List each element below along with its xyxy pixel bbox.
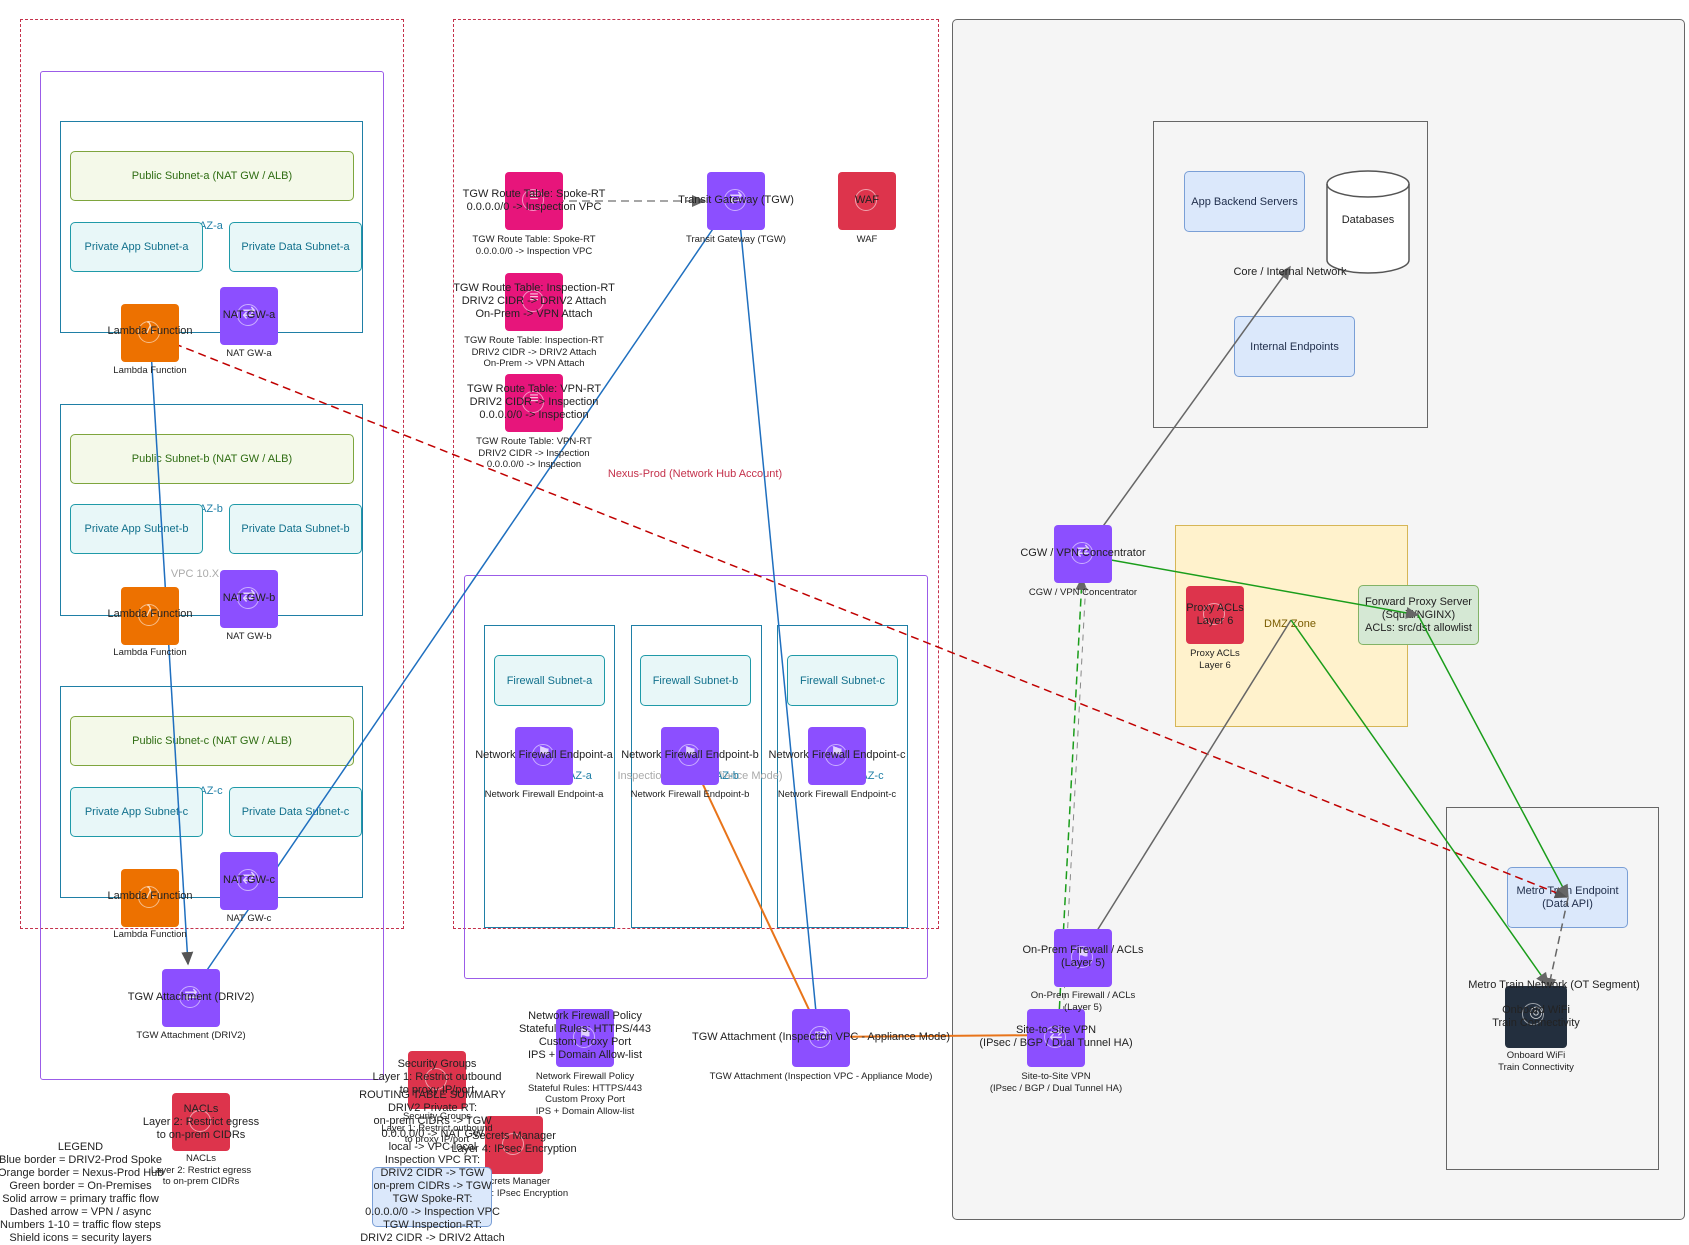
legend: LEGEND Blue border = DRIV2-Prod Spoke Or… (0, 1141, 164, 1244)
inspection-rt-overlay: TGW Route Table: Inspection-RT DRIV2 CID… (453, 282, 615, 320)
secrets-manager-overlay: Secrets Manager Layer 4: IPsec Encryptio… (451, 1130, 577, 1155)
routing-summary-box (372, 1167, 492, 1227)
edge-proxy-metro (1417, 614, 1569, 899)
secrets-manager-icon[interactable] (485, 1116, 543, 1174)
nat-gw-c-overlay: NAT GW-c (223, 874, 275, 886)
security-groups-label: Security Groups Layer 1: Restrict outbou… (381, 1111, 493, 1145)
network-firewall-endpoint-b-icon[interactable]: ⚑ (661, 727, 719, 785)
waf-overlay: WAF (854, 194, 880, 206)
waf-label: WAF (856, 234, 878, 245)
network-firewall-policy-icon[interactable]: ⚑ (556, 1009, 614, 1067)
inspection-rt-icon[interactable]: ≡ (505, 273, 563, 331)
core-network-label: Core / Internal Network (1233, 266, 1347, 278)
security-groups-icon[interactable] (408, 1051, 466, 1109)
network-firewall-endpoint-c-icon[interactable]: ⚑ (808, 727, 866, 785)
wifi-label: Onboard WiFi Train Connectivity (1498, 1050, 1574, 1073)
fw-endpoint-c-label: Network Firewall Endpoint-c (777, 789, 897, 800)
proxy-acls-icon[interactable] (1186, 586, 1244, 644)
lambda-c-overlay: Lambda Function (107, 890, 193, 902)
fw-endpoint-c-overlay: Network Firewall Endpoint-c (768, 749, 906, 761)
s2s-vpn-label: Site-to-Site VPN (IPsec / BGP / Dual Tun… (989, 1071, 1123, 1094)
nat-gw-a-label: NAT GW-a (226, 348, 272, 359)
proxy-acls-label: Proxy ACLs Layer 6 (1190, 648, 1240, 671)
wifi-overlay: Onboard WiFi Train Connectivity (1492, 1004, 1580, 1029)
transit-gateway-icon[interactable]: ⇄ (707, 172, 765, 230)
cgw-label: CGW / VPN Concentrator (1028, 587, 1138, 598)
private-data-subnet-a[interactable]: Private Data Subnet-a (229, 222, 362, 272)
nat-gw-b-overlay: NAT GW-b (222, 592, 276, 604)
app-backend-servers[interactable]: App Backend Servers (1184, 171, 1305, 232)
fw-endpoint-b-label: Network Firewall Endpoint-b (630, 789, 750, 800)
edge-cgw-proxy (1082, 554, 1420, 619)
inspection-rt-label: TGW Route Table: Inspection-RT DRIV2 CID… (464, 335, 604, 369)
site-to-site-vpn-icon[interactable]: ⇄ (1027, 1009, 1085, 1067)
fw-endpoint-a-label: Network Firewall Endpoint-a (484, 789, 604, 800)
onprem-fw-overlay: On-Prem Firewall / ACLs (Layer 5) (1022, 944, 1144, 969)
fw-endpoint-a-overlay: Network Firewall Endpoint-a (475, 749, 613, 761)
tgw-attachment-drive-label: TGW Attachment (DRIV2) (136, 1030, 246, 1041)
edge-metro-wifi (1544, 897, 1569, 992)
edge-dmz-wifi (1290, 619, 1549, 987)
nacls-label: NACLs Layer 2: Restrict egress to on-pre… (150, 1153, 252, 1187)
lambda-c-label: Lambda Function (113, 929, 187, 940)
lambda-c-icon[interactable]: λ (121, 869, 179, 927)
tgw-attachment-inspection-overlay: TGW Attachment (Inspection VPC - Applian… (691, 1031, 950, 1043)
nacls-icon[interactable] (172, 1093, 230, 1151)
nat-gw-b-icon[interactable]: ⇄ (220, 570, 278, 628)
metro-network-label: Metro Train Network (OT Segment) (1468, 979, 1640, 991)
onboard-wifi-icon[interactable]: ◎ (1505, 986, 1567, 1048)
tgw-attachment-drive-overlay: TGW Attachment (DRIV2) (127, 991, 255, 1003)
waf-icon[interactable] (838, 172, 896, 230)
cgw-vpn-concentrator-icon[interactable]: ⇄ (1054, 525, 1112, 583)
vpn-rt-label: TGW Route Table: VPN-RT DRIV2 CIDR -> In… (476, 436, 592, 470)
routing-table-summary: ROUTING TABLE SUMMARY DRIV2 Private RT: … (359, 1089, 506, 1244)
lambda-a-icon[interactable]: λ (121, 304, 179, 362)
network-firewall-endpoint-a-icon[interactable]: ⚑ (515, 727, 573, 785)
vpn-rt-overlay: TGW Route Table: VPN-RT DRIV2 CIDR -> In… (466, 383, 602, 421)
edge-s2s-cgw (1057, 576, 1088, 1036)
databases-icon[interactable] (1326, 170, 1410, 274)
onprem-firewall-icon[interactable]: ⚑ (1054, 929, 1112, 987)
s2s-vpn-overlay: Site-to-Site VPN (IPsec / BGP / Dual Tun… (979, 1024, 1133, 1049)
spoke-rt-icon[interactable]: ≡ (505, 172, 563, 230)
vpn-rt-icon[interactable]: ≡ (505, 374, 563, 432)
private-app-subnet-a[interactable]: Private App Subnet-a (70, 222, 203, 272)
security-groups-overlay: Security Groups Layer 1: Restrict outbou… (372, 1058, 502, 1096)
lambda-b-label: Lambda Function (113, 647, 187, 658)
edge-dmz-onprem-fw (1084, 619, 1292, 952)
spoke-rt-overlay: TGW Route Table: Spoke-RT 0.0.0.0/0 -> I… (462, 188, 606, 213)
lambda-b-icon[interactable]: λ (121, 587, 179, 645)
databases-label: Databases (1341, 214, 1395, 226)
nfw-policy-overlay: Network Firewall Policy Stateful Rules: … (518, 1010, 652, 1061)
edge-lambda-a-metro (136, 323, 1569, 899)
public-subnet-a[interactable]: Public Subnet-a (NAT GW / ALB) (70, 151, 354, 201)
nfw-policy-label: Network Firewall Policy Stateful Rules: … (527, 1071, 643, 1117)
edge-insp-attach-s2s (819, 1034, 1054, 1038)
transit-gateway-overlay: Transit Gateway (TGW) (678, 194, 794, 206)
nat-gw-b-label: NAT GW-b (226, 631, 272, 642)
edge-cgw-core (1082, 265, 1291, 555)
lambda-a-label: Lambda Function (113, 365, 187, 376)
spoke-rt-label: TGW Route Table: Spoke-RT 0.0.0.0/0 -> I… (472, 234, 596, 257)
nat-gw-a-icon[interactable]: ⇄ (220, 287, 278, 345)
proxy-acls-overlay: Proxy ACLs Layer 6 (1186, 602, 1244, 627)
tgw-attachment-inspection-label: TGW Attachment (Inspection VPC - Applian… (709, 1071, 933, 1082)
nat-gw-a-overlay: NAT GW-a (222, 309, 276, 321)
edge-tgw-to-insp-attach (737, 201, 823, 1035)
tgw-attachment-drive-icon[interactable]: ⇄ (162, 969, 220, 1027)
fw-endpoint-b-overlay: Network Firewall Endpoint-b (621, 749, 759, 761)
lambda-b-overlay: Lambda Function (107, 608, 193, 620)
nacls-overlay: NACLs Layer 2: Restrict egress to on-pre… (142, 1103, 260, 1141)
az-a-label: AZ-a (199, 220, 223, 232)
lambda-a-overlay: Lambda Function (107, 325, 193, 337)
nat-gw-c-icon[interactable]: ⇄ (220, 852, 278, 910)
onprem-fw-label: On-Prem Firewall / ACLs (Layer 5) (1030, 990, 1136, 1013)
tgw-attachment-inspection-icon[interactable]: ⇄ (792, 1009, 850, 1067)
cgw-overlay: CGW / VPN Concentrator (1020, 547, 1146, 559)
transit-gateway-label: Transit Gateway (TGW) (686, 234, 786, 245)
nat-gw-c-label: NAT GW-c (226, 913, 272, 924)
